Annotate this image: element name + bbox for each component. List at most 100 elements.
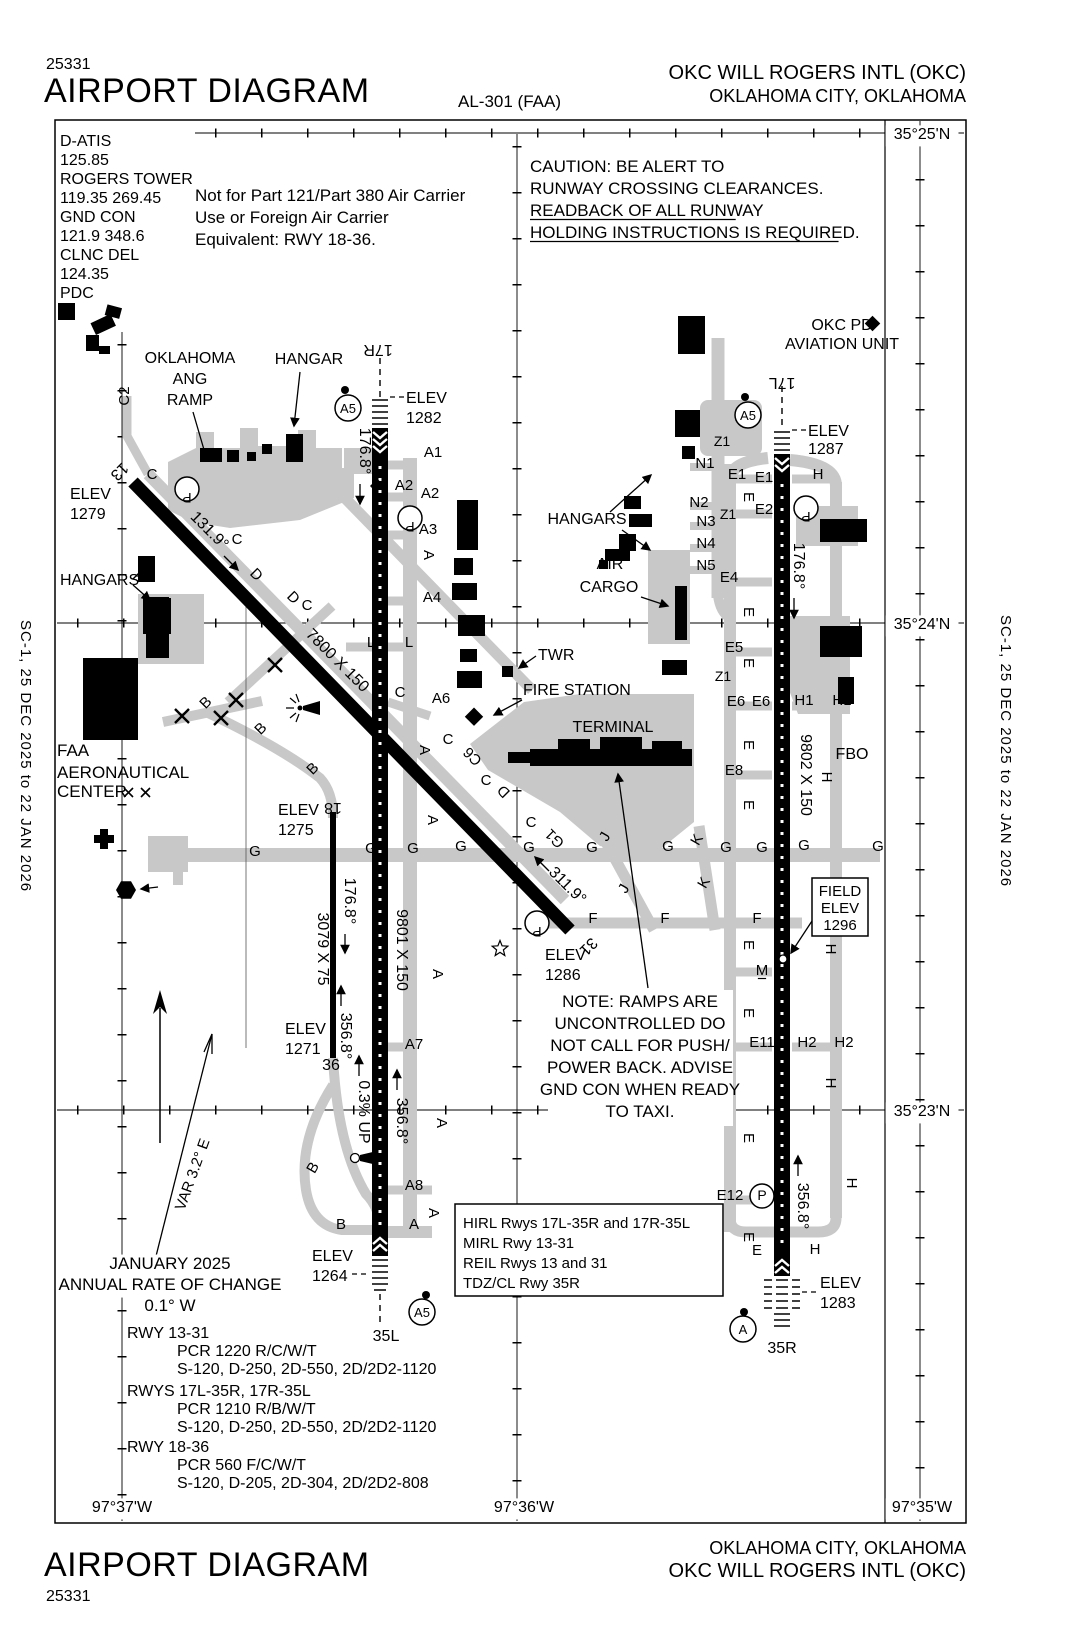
- page-title: AIRPORT DIAGRAM: [44, 72, 370, 110]
- elev-label: ELEV: [285, 1021, 326, 1038]
- elev-label: ELEV: [545, 947, 586, 964]
- runway-17r-35l: [352, 358, 404, 1326]
- ramps-note: UNCONTROLLED DO: [555, 1014, 726, 1033]
- buildings: [58, 303, 881, 849]
- elev-value: 1286: [545, 967, 581, 984]
- pdc-badge: [58, 303, 75, 320]
- taxiway-label: B: [336, 1216, 346, 1233]
- ang-ramp-label: OKLAHOMA: [145, 350, 236, 367]
- elev-value: 1282: [406, 410, 442, 427]
- variation-note: ANNUAL RATE OF CHANGE: [59, 1275, 282, 1294]
- taxiway-label: C: [443, 731, 454, 748]
- graticule-lat-label: 35°24'N: [894, 616, 951, 633]
- approach-light-symbol: [334, 386, 762, 1343]
- taxiway-label: H: [843, 1178, 860, 1189]
- field-elev-label: FIELD: [819, 883, 862, 900]
- taxiway-label: F: [660, 910, 669, 927]
- graticule: [57, 121, 964, 1521]
- taxiway-label: A2: [421, 485, 439, 502]
- label-backing: [106, 1254, 234, 1277]
- taxiway-label: E: [740, 492, 757, 502]
- rwy-heading: 356.8°: [393, 1098, 410, 1144]
- approach-light-a5: A5: [340, 401, 356, 416]
- rwy-data: RWY 13-31: [127, 1325, 209, 1342]
- rwy-slope: 0.3% UP: [355, 1080, 372, 1143]
- rwy-heading: 356.8°: [337, 1013, 354, 1059]
- taxiway-label: G: [365, 840, 377, 857]
- taxiway-label: G: [798, 837, 810, 854]
- rwy-end-36: 36: [322, 1057, 340, 1074]
- hangar-building: [458, 615, 485, 636]
- rwy-dimensions: 9801 X 150: [393, 909, 410, 991]
- graticule-lon-label: 97°37'W: [92, 1499, 153, 1516]
- label-backing: [487, 1498, 561, 1520]
- taxiway-label: A4: [423, 589, 441, 606]
- taxiway-label: G: [407, 840, 419, 857]
- taxiway-label: E1: [755, 469, 773, 486]
- taxiway-label: H: [822, 1078, 839, 1089]
- elev-label: ELEV: [820, 1275, 861, 1292]
- rwy-end-18: 18: [324, 799, 342, 816]
- rwy-data: PCR 560 F/C/W/T: [177, 1457, 306, 1474]
- ramps-note-backing: [548, 990, 733, 1126]
- lighting-note: REIL Rwys 13 and 31: [463, 1255, 608, 1272]
- rwy-end-17r: 17R: [363, 341, 392, 358]
- taxiways: [122, 338, 880, 1238]
- approach-light-a5: A5: [740, 408, 756, 423]
- comm-clncdel: CLNC DEL: [60, 247, 139, 264]
- taxiway-label: G: [249, 843, 261, 860]
- chart-number-bottom: 25331: [46, 1588, 91, 1605]
- taxiway-c: [143, 469, 570, 905]
- taxiway-label: G: [756, 839, 768, 856]
- comm-pdc: PDC: [60, 285, 94, 302]
- tower-building: [502, 666, 513, 677]
- faa-center-label: CENTER: [57, 782, 127, 801]
- taxiway-label: H1: [832, 692, 851, 709]
- taxiway-label: C: [302, 597, 313, 614]
- label-backing: [62, 1275, 278, 1298]
- taxiway-label: G: [586, 839, 598, 856]
- windcone-icon: [349, 1151, 377, 1165]
- rwy-data: RWY 18-36: [127, 1439, 209, 1456]
- caution-text: READBACK OF ALL RUNWAY: [530, 201, 764, 220]
- taxiway-label: A3: [419, 521, 437, 538]
- taxiway-label: E: [740, 1008, 757, 1018]
- taxiway-label: H: [810, 1241, 821, 1258]
- comm-gndcon-freq: 121.9 348.6: [60, 228, 145, 245]
- parking-circle-letter: P: [757, 1187, 766, 1203]
- hangars-label: HANGARS: [547, 511, 626, 528]
- taxiway-label: E5: [725, 639, 743, 656]
- taxiway-label: E2: [755, 501, 773, 518]
- fire-station-building: [464, 707, 484, 726]
- graticule-lat-label: 35°25'N: [894, 126, 951, 143]
- taxiway-label: C: [147, 466, 158, 483]
- ang-ramp-label: RAMP: [167, 392, 213, 409]
- elev-label: ELEV: [312, 1248, 353, 1265]
- parking-circle-letter: P: [182, 490, 191, 506]
- variation-arrow-label: VAR 3.2° E: [172, 1136, 214, 1212]
- faa-center-label: FAA: [57, 741, 90, 760]
- runway-13-31: [128, 477, 575, 935]
- chart-number-top: 25331: [46, 56, 91, 73]
- comm-gndcon: GND CON: [60, 209, 136, 226]
- north-arrow: [153, 990, 167, 1143]
- label-backing: [885, 125, 959, 147]
- rwy-data: PCR 1210 R/B/W/T: [177, 1401, 316, 1418]
- taxiway-label: A: [416, 745, 433, 755]
- taxiway-label: E: [752, 1242, 762, 1259]
- ramps-note: GND CON WHEN READY: [540, 1080, 740, 1099]
- note-part121: Use or Foreign Air Carrier: [195, 208, 389, 227]
- field-elev-dot: [778, 954, 788, 964]
- taxiway-label: A: [420, 550, 437, 560]
- taxiway-label: A1: [424, 444, 442, 461]
- taxiway-label: G: [662, 838, 674, 855]
- ramps-note: NOTE: RAMPS ARE: [562, 992, 718, 1011]
- elev-value: 1283: [820, 1295, 856, 1312]
- elev-value: 1271: [285, 1041, 321, 1058]
- taxiway-label: N5: [696, 557, 715, 574]
- graticule-lon-label: 97°36'W: [494, 1499, 555, 1516]
- taxiway-label: H: [817, 642, 834, 653]
- map-frame: [54, 119, 967, 1524]
- elev-label: ELEV: [278, 802, 319, 819]
